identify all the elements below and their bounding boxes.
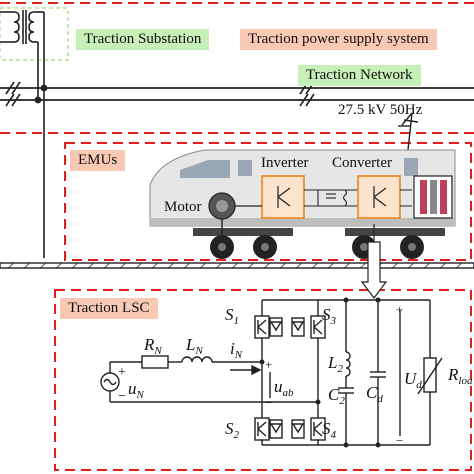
label-motor: Motor	[164, 199, 202, 215]
emus-region	[64, 142, 472, 261]
ud-minus-sign: −	[396, 433, 404, 448]
label-rn: RN	[144, 335, 162, 357]
label-emus: EMUs	[70, 150, 126, 171]
junction-dots	[259, 297, 381, 448]
dc-link	[304, 189, 358, 207]
label-supply-system: Traction power supply system	[240, 29, 437, 50]
uab-plus-sign: +	[265, 357, 273, 372]
label-uab: uab	[274, 377, 294, 399]
switch-s2	[254, 417, 270, 441]
label-traction-lsc: Traction LSC	[60, 298, 158, 319]
switch-s1	[254, 315, 270, 339]
resistor-rn	[141, 355, 169, 369]
label-un: uN	[128, 379, 144, 401]
transformer-unit	[413, 175, 453, 219]
label-converter: Converter	[332, 155, 392, 171]
un-plus-sign: +	[118, 365, 126, 380]
label-s4: S4	[322, 419, 336, 441]
label-c2: C2	[328, 385, 345, 407]
label-rload: Rloa	[448, 365, 473, 387]
lsc-circuit	[100, 299, 443, 446]
inductor-l2	[345, 351, 351, 377]
uab-minus-sign: −	[265, 395, 273, 410]
converter-block	[357, 175, 412, 219]
pantograph	[398, 112, 419, 151]
label-ud: Ud	[404, 369, 422, 391]
label-l2: L2	[328, 353, 343, 375]
lsc-region	[54, 289, 472, 471]
wheel-group	[210, 235, 424, 259]
label-traction-network: Traction Network	[298, 65, 421, 86]
ud-plus-sign: +	[396, 302, 404, 317]
label-voltage: 27.5 kV 50Hz	[338, 102, 423, 118]
wire-break-marks	[5, 81, 315, 107]
un-minus-sign: −	[118, 389, 126, 404]
label-traction-substation: Traction Substation	[76, 29, 210, 50]
inverter-block	[235, 175, 305, 219]
label-inverter: Inverter	[261, 155, 309, 171]
label-cd: Cd	[366, 383, 383, 405]
expand-arrow	[360, 224, 388, 299]
label-s2: S2	[225, 419, 239, 441]
inductor-ln	[181, 356, 213, 363]
label-s3: S3	[322, 305, 336, 327]
substation-transformer	[0, 7, 69, 258]
label-s1: S1	[225, 305, 239, 327]
substation-green-dash	[0, 7, 69, 61]
rail	[0, 262, 474, 269]
label-ln: LN	[186, 335, 203, 357]
label-in: iN	[230, 339, 243, 361]
motor	[208, 192, 236, 238]
traction-network-wires	[0, 84, 474, 104]
